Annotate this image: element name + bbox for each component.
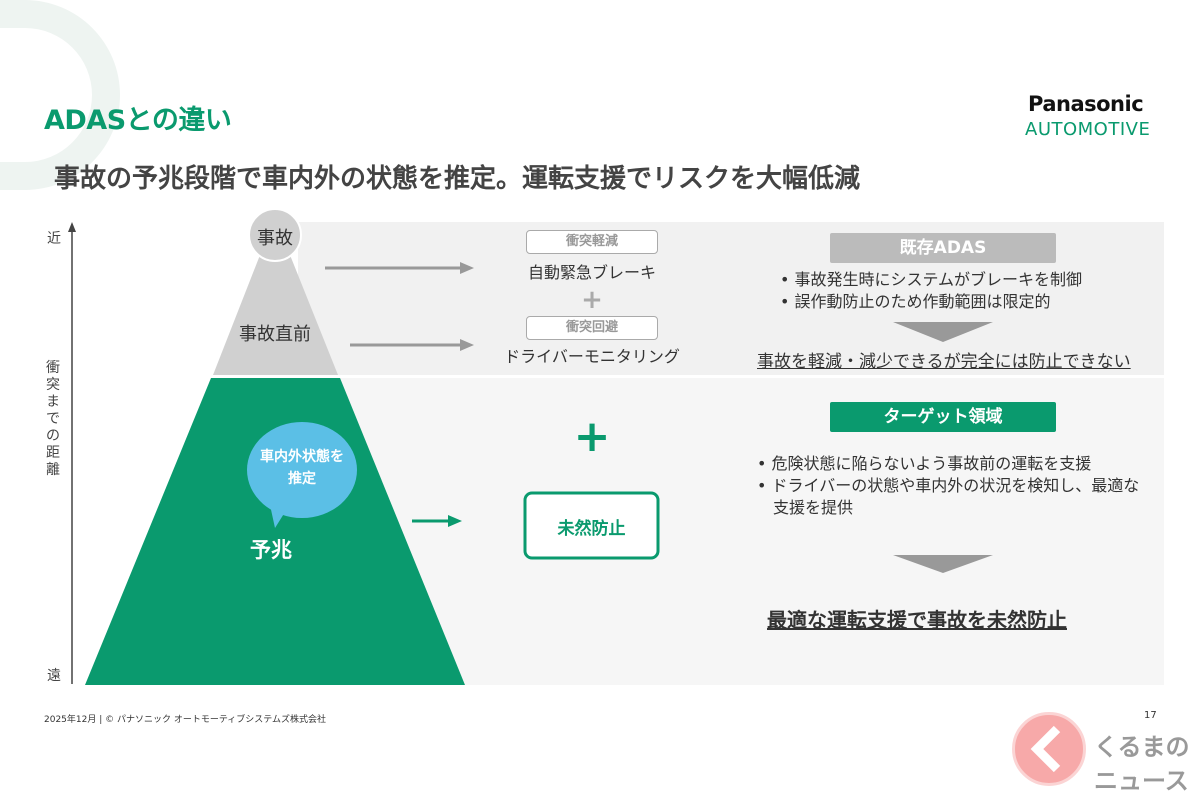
axis-near-label: 近 (47, 231, 61, 247)
axis-far-label: 遠 (47, 668, 61, 684)
existing-bullets: • 事故発生時にシステムがブレーキを制御 • 誤作動防止のため作動範囲は限定的 (780, 269, 1160, 313)
footer-copyright: 2025年12月 | © パナソニック オートモーティブシステムズ株式会社 (44, 715, 327, 725)
bullet-item: • 事故発生時にシステムがブレーキを制御 (780, 270, 1083, 289)
pyramid-green-section (85, 378, 465, 685)
page-title: ADASとの違い (44, 105, 232, 136)
axis-arrow-icon (68, 222, 76, 232)
page-number: 17 (1144, 710, 1157, 721)
bubble-text: 車内外状態を推定 (260, 449, 344, 487)
page-subtitle: 事故の予兆段階で車内外の状態を推定。運転支援でリスクを大幅低減 (54, 164, 861, 194)
chevron-left-icon (1030, 725, 1061, 773)
bullet-item: • 危険状態に陥らないよう事故前の運転を支援 (757, 454, 1092, 473)
green-plus-icon: + (573, 411, 611, 462)
collision-mitigation-tag: 衝突軽減 (526, 230, 658, 254)
pyramid-gray-section (213, 255, 338, 375)
just-before-label: 事故直前 (239, 324, 311, 345)
sign-label: 予兆 (250, 538, 292, 562)
arrow-icon (460, 339, 474, 351)
down-triangle-icon (893, 555, 993, 573)
plus-icon: + (581, 285, 603, 315)
prevention-label: 未然防止 (557, 519, 626, 539)
watermark-text: くるまのニュース (1094, 733, 1190, 795)
prevention-box (523, 491, 660, 560)
brand-division: AUTOMOTIVE (1025, 119, 1151, 140)
existing-adas-header: 既存ADAS (830, 233, 1056, 263)
speech-bubble (247, 422, 357, 518)
accident-circle (248, 208, 302, 262)
existing-conclusion: 事故を軽減・減少できるが完全には防止できない (757, 352, 1131, 372)
brand-logo: Panasonic (1028, 92, 1144, 116)
dms-label: ドライバーモニタリング (504, 347, 680, 366)
down-triangle-icon (893, 322, 993, 342)
accident-label: 事故 (257, 228, 293, 249)
watermark-logo (1012, 712, 1086, 786)
bullet-item: • ドライバーの状態や車内外の状況を検知し、最適な支援を提供 (757, 476, 1140, 517)
arrow-icon (460, 262, 474, 274)
target-bullets: • 危険状態に陥らないよう事故前の運転を支援 • ドライバーの状態や車内外の状況… (757, 453, 1152, 519)
target-area-header: ターゲット領域 (830, 402, 1056, 432)
axis-title: 衝突までの距離 (46, 360, 60, 478)
collision-avoidance-tag: 衝突回避 (526, 316, 658, 340)
target-conclusion: 最適な運転支援で事故を未然防止 (767, 608, 1067, 632)
arrow-icon (448, 515, 462, 527)
bullet-item: • 誤作動防止のため作動範囲は限定的 (780, 292, 1051, 311)
aeb-label: 自動緊急ブレーキ (527, 263, 656, 282)
